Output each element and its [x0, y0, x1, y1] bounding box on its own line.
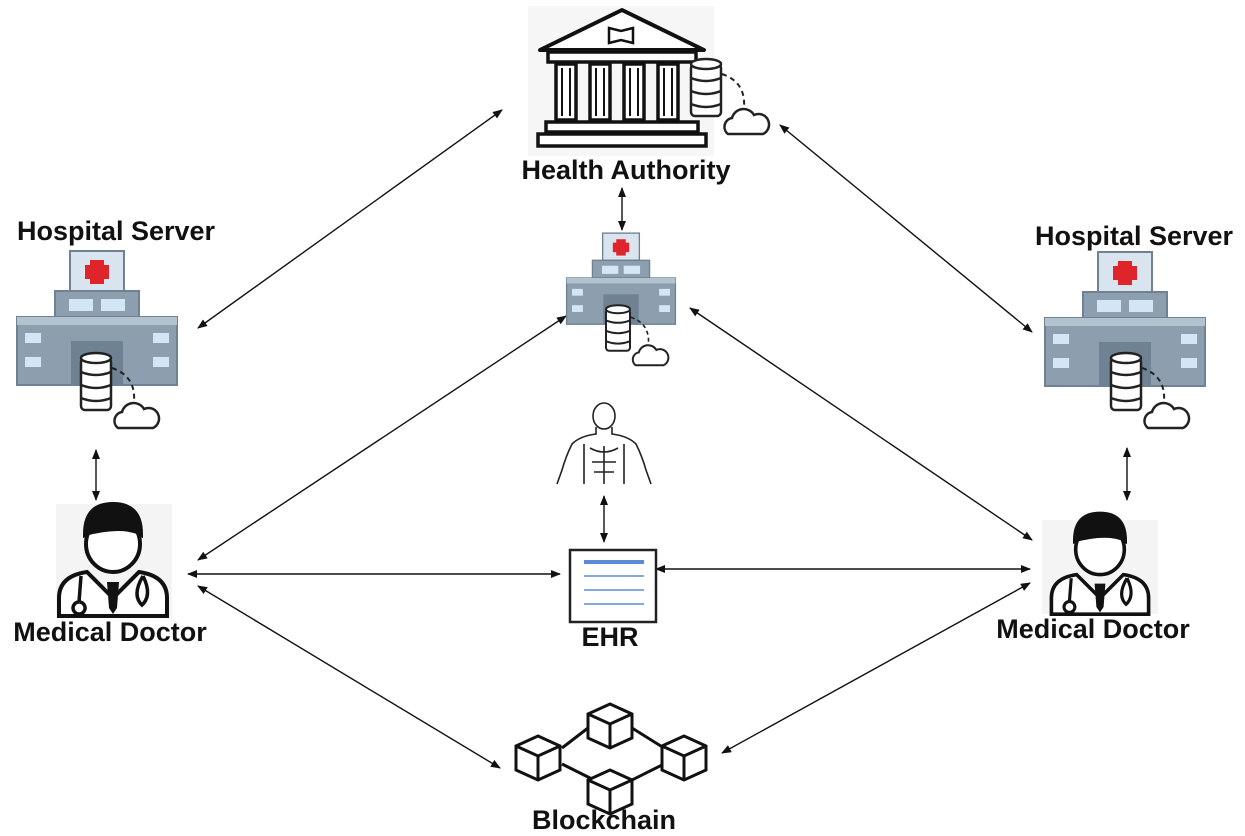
- node-central-hospital: [565, 232, 677, 367]
- edge-doctor-right-blockchain: [721, 582, 1031, 754]
- doctor-icon: [56, 500, 172, 618]
- patient-body-icon: [556, 402, 652, 485]
- node-blockchain: Blockchain: [514, 702, 708, 835]
- hospital-server-right-label: Hospital Server: [1035, 221, 1234, 251]
- node-medical-doctor-right: Medical Doctor: [996, 509, 1190, 644]
- document-icon: [568, 548, 658, 624]
- blockchain-label: Blockchain: [532, 805, 676, 835]
- node-hospital-server-right: Hospital Server: [1035, 221, 1234, 430]
- node-hospital-server-left: Hospital Server: [16, 216, 216, 430]
- edge-health-authority-hospital-right: [779, 124, 1033, 333]
- hospital-server-left-label: Hospital Server: [17, 216, 216, 246]
- health-authority-label: Health Authority: [522, 155, 731, 185]
- edge-central-hospital-doctor-left: [197, 315, 567, 561]
- node-health-authority: Health Authority: [522, 6, 771, 185]
- edge-central-hospital-doctor-right: [689, 307, 1033, 541]
- edge-health-authority-hospital-left: [197, 109, 503, 329]
- medical-doctor-left-label: Medical Doctor: [13, 617, 207, 647]
- government-building-icon: [528, 6, 771, 156]
- doctor-icon: [1042, 509, 1158, 617]
- edge-doctor-left-blockchain: [197, 585, 501, 769]
- blockchain-icon: [514, 702, 708, 816]
- node-medical-doctor-left: Medical Doctor: [13, 500, 207, 647]
- ehr-label: EHR: [581, 622, 638, 652]
- medical-doctor-right-label: Medical Doctor: [996, 614, 1190, 644]
- connectors: [92, 109, 1131, 769]
- node-ehr: EHR: [568, 548, 658, 652]
